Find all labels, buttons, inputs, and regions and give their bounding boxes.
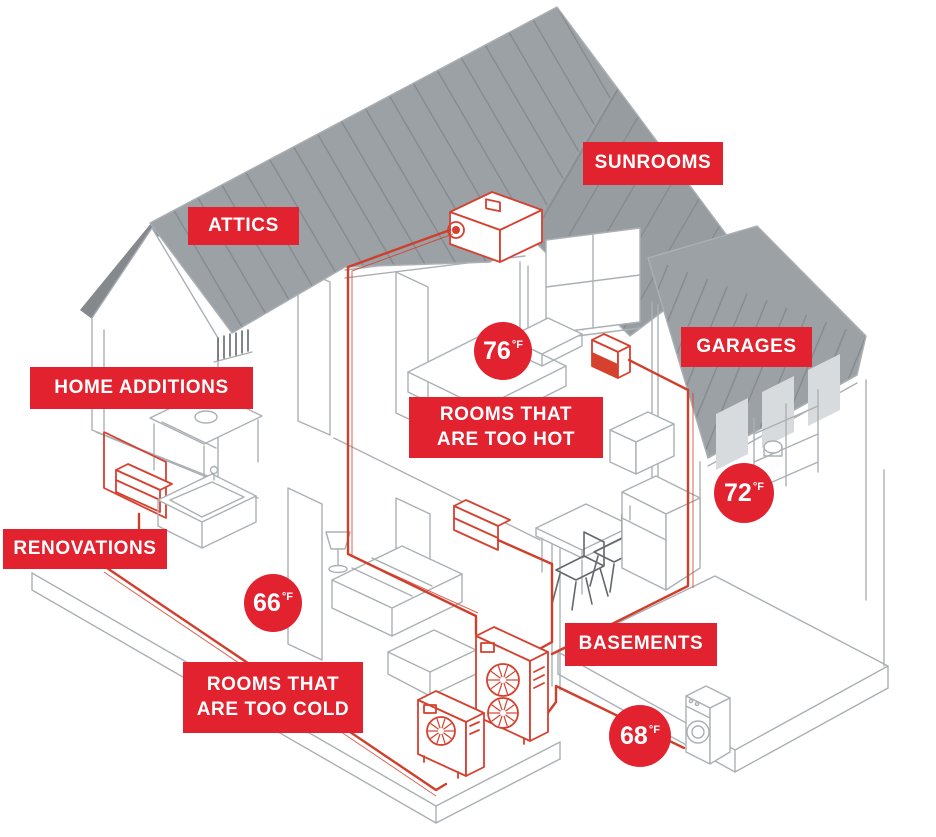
floor-lamp-icon <box>325 531 351 574</box>
label-rooms-too-hot: ROOMS THAT ARE TOO HOT <box>409 397 603 458</box>
outdoor-unit-small-icon <box>417 690 485 779</box>
first-floor <box>287 411 701 697</box>
temp-value: 76 <box>483 336 511 365</box>
attic-duct-unit-icon <box>447 191 543 263</box>
label-rooms-too-cold: ROOMS THAT ARE TOO COLD <box>183 662 363 733</box>
temp-badge-basement: 68°F <box>609 705 671 767</box>
temp-value: 66 <box>253 588 281 617</box>
outdoor-unit-large-icon <box>475 626 549 745</box>
garage-shelving-icon <box>753 389 819 501</box>
sofa-icon <box>331 545 463 637</box>
label-attics: ATTICS <box>188 207 299 245</box>
left-gable-wall <box>80 222 526 499</box>
temp-value: 72 <box>724 478 752 507</box>
temp-badge-garage: 72°F <box>714 463 774 523</box>
wall-unit-bathroom-icon <box>115 463 173 513</box>
temp-badge-bedroom: 76°F <box>474 322 532 380</box>
washing-machine-icon <box>685 685 731 765</box>
bathtub-icon <box>157 465 257 549</box>
label-basements: BASEMENTS <box>565 623 717 666</box>
temp-unit: °F <box>281 590 293 603</box>
temp-badge-living-room: 66°F <box>244 574 302 632</box>
temp-unit: °F <box>511 338 523 351</box>
bathroom <box>103 431 257 549</box>
label-renovations: RENOVATIONS <box>3 529 167 569</box>
ground-slab <box>31 572 561 824</box>
label-garages: GARAGES <box>681 327 812 367</box>
wall-unit-bedroom-icon <box>591 333 631 379</box>
upper-cabinet-icon <box>609 411 675 475</box>
temp-unit: °F <box>648 723 660 736</box>
temp-unit: °F <box>752 480 764 493</box>
attic-shelf-icon <box>213 329 253 363</box>
label-home-additions: HOME ADDITIONS <box>30 367 253 409</box>
refrigerator-icon <box>621 475 701 591</box>
temp-value: 68 <box>620 721 648 750</box>
loveseat-icon <box>387 629 477 697</box>
label-sunrooms: SUNROOMS <box>583 142 723 185</box>
wall-unit-living-icon <box>453 499 511 551</box>
